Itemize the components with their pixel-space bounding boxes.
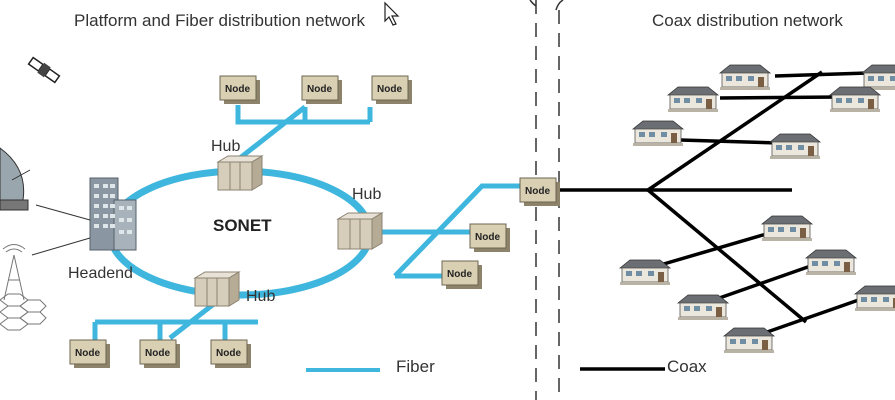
- node-label: Node: [145, 348, 170, 359]
- node-right-1: Node: [469, 223, 510, 252]
- legend-fiber-label: Fiber: [396, 357, 435, 376]
- sonet-label: SONET: [213, 216, 272, 235]
- house-icon: [619, 259, 671, 286]
- house-icon: [723, 327, 775, 354]
- node-bottom-3: Node: [210, 339, 251, 368]
- house-icon: [632, 120, 684, 147]
- hub-right-label: Hub: [352, 186, 381, 203]
- node-label: Node: [475, 232, 500, 243]
- house-icon: [677, 294, 729, 321]
- house-icon: [719, 64, 771, 91]
- node-label: Node: [525, 186, 550, 197]
- node-coax-junction: Node: [519, 177, 560, 206]
- house-icon: [829, 86, 881, 113]
- node-label: Node: [216, 348, 241, 359]
- node-top-3: Node: [371, 75, 412, 104]
- fiber-lines: [92, 105, 525, 345]
- hub-bottom-label: Hub: [246, 288, 275, 305]
- node-bottom-1: Node: [69, 339, 110, 368]
- satellite-dish-icon: [0, 147, 31, 211]
- node-bottom-2: Node: [139, 339, 180, 368]
- headend-building-icon: [89, 177, 137, 251]
- house-icon: [667, 86, 719, 113]
- node-label: Node: [377, 84, 402, 95]
- legend: Fiber Coax: [306, 357, 707, 376]
- house-icon: [854, 285, 895, 312]
- hub-bottom-equipment: [193, 271, 241, 307]
- satellite-icon: [27, 56, 61, 84]
- headend-links: [31, 204, 91, 256]
- node-right-2: Node: [441, 260, 482, 289]
- node-top-2: Node: [301, 75, 342, 104]
- node-label: Node: [447, 269, 472, 280]
- cell-tower-icon: [0, 244, 47, 331]
- house-icon: [861, 64, 895, 91]
- house-icon: [805, 249, 857, 276]
- node-top-1: Node: [219, 75, 260, 104]
- cursor-icon: [384, 1, 400, 26]
- house-icon: [761, 215, 813, 242]
- title-fiber-network: Platform and Fiber distribution network: [74, 11, 366, 30]
- node-label: Node: [307, 84, 332, 95]
- headend-label: Headend: [68, 265, 133, 282]
- hub-right-equipment: [336, 212, 384, 250]
- hub-top-label: Hub: [211, 138, 240, 155]
- coax-lines: [560, 70, 871, 340]
- node-label: Node: [75, 348, 100, 359]
- legend-coax-label: Coax: [667, 357, 707, 376]
- hub-top-equipment: [216, 155, 264, 191]
- house-icon: [769, 133, 821, 160]
- title-coax-network: Coax distribution network: [652, 11, 843, 30]
- node-label: Node: [225, 84, 250, 95]
